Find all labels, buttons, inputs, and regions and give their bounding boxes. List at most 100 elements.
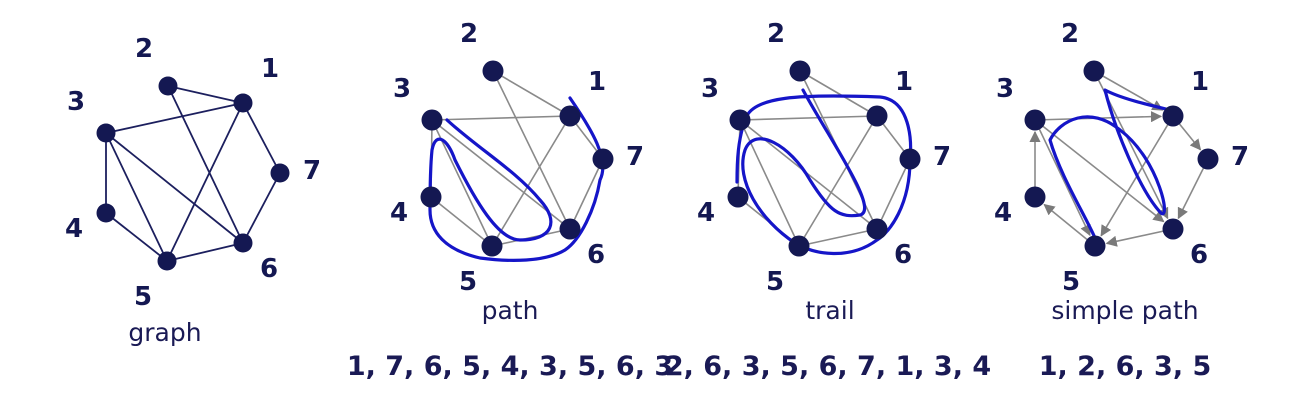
node-4 [96,203,116,223]
edge-6-5 [798,228,878,247]
edge-3-6 [105,132,244,244]
node-7 [899,148,921,170]
caption-path: path [481,296,539,325]
node-label-7: 7 [626,142,644,172]
node-6 [866,218,888,240]
edge-2-1 [1093,70,1164,111]
node-5 [1084,235,1106,257]
node-label-4: 4 [65,214,83,244]
node-label-5: 5 [134,282,152,312]
edge-2-6 [167,85,244,244]
edge-1-7 [242,102,281,174]
node-label-6: 6 [587,240,605,270]
edge-7-6 [876,158,911,230]
edge-3-5 [105,132,168,262]
node-3 [96,123,116,143]
sequence-path: 1, 7, 6, 5, 4, 3, 5, 6, 3 [346,351,674,382]
sequence-simple-path: 1, 2, 6, 3, 5 [1038,351,1212,382]
node-label-2: 2 [460,19,478,49]
node-2 [482,60,504,82]
edge-7-6 [1177,158,1209,220]
walk-curve [428,96,605,262]
edge-6-5 [166,242,244,262]
walk-curve [1048,88,1168,240]
caption-graph: graph [128,318,202,347]
node-6 [233,233,253,253]
edge-3-6 [1034,119,1165,223]
edge-3-1 [739,115,878,121]
edge-3-5 [739,119,800,247]
node-label-3: 3 [996,74,1014,104]
node-5 [788,235,810,257]
node-1 [1162,105,1184,127]
node-5 [157,251,177,271]
node-label-4: 4 [697,198,715,228]
node-7 [270,163,290,183]
edge-5-4 [1043,203,1096,247]
node-label-4: 4 [390,198,408,228]
node-label-6: 6 [260,254,278,284]
edge-5-4 [105,212,168,262]
edge-2-6 [492,70,571,230]
panel-trail: 1 2 3 4 5 6 7 [697,19,951,297]
node-3 [1024,109,1046,131]
edge-5-4 [430,196,493,247]
node-3 [421,109,443,131]
node-label-1: 1 [1191,67,1209,97]
node-label-3: 3 [393,74,411,104]
walk-curve [735,88,913,256]
node-label-3: 3 [67,87,85,117]
node-4 [727,186,749,208]
node-label-1: 1 [261,54,279,84]
sequence-trail: 2, 6, 3, 5, 6, 7, 1, 3, 4 [664,351,992,382]
node-1 [866,105,888,127]
node-7 [592,148,614,170]
edge-2-1 [167,85,244,104]
node-2 [1083,60,1105,82]
node-label-1: 1 [588,67,606,97]
edge-3-1 [431,115,571,121]
caption-simple-path: simple path [1051,296,1199,325]
caption-trail: trail [805,296,855,325]
node-label-5: 5 [766,267,784,297]
node-label-6: 6 [1190,240,1208,270]
edge-3-5 [1034,119,1091,237]
node-4 [420,186,442,208]
edge-3-1 [105,102,244,134]
panel-graph: 1 2 3 4 5 6 7 [65,34,321,312]
node-label-7: 7 [1231,142,1249,172]
node-label-1: 1 [895,67,913,97]
node-label-7: 7 [303,156,321,186]
node-2 [158,76,178,96]
node-1 [233,93,253,113]
node-label-6: 6 [894,240,912,270]
node-1 [559,105,581,127]
node-2 [789,60,811,82]
edge-2-1 [799,70,878,117]
node-label-2: 2 [1061,19,1079,49]
node-5 [481,235,503,257]
edge-7-6 [569,158,604,230]
edge-6-5 [1105,228,1174,247]
edge-2-1 [492,70,571,117]
node-label-3: 3 [701,74,719,104]
panel-path: 1 2 3 4 5 6 7 [390,19,644,297]
panel-simple-path: 1 2 3 4 5 6 7 [994,19,1249,297]
edge-7-6 [242,172,281,244]
node-4 [1024,186,1046,208]
node-6 [559,218,581,240]
edge-1-5 [491,115,571,247]
edge-1-5 [798,115,878,247]
node-label-5: 5 [459,267,477,297]
node-label-4: 4 [994,198,1012,228]
node-label-5: 5 [1062,267,1080,297]
node-label-2: 2 [767,19,785,49]
node-label-2: 2 [135,34,153,64]
node-3 [729,109,751,131]
edge-1-5 [166,102,244,262]
node-6 [1162,218,1184,240]
edge-6-5 [491,228,571,247]
node-7 [1197,148,1219,170]
node-label-7: 7 [933,142,951,172]
